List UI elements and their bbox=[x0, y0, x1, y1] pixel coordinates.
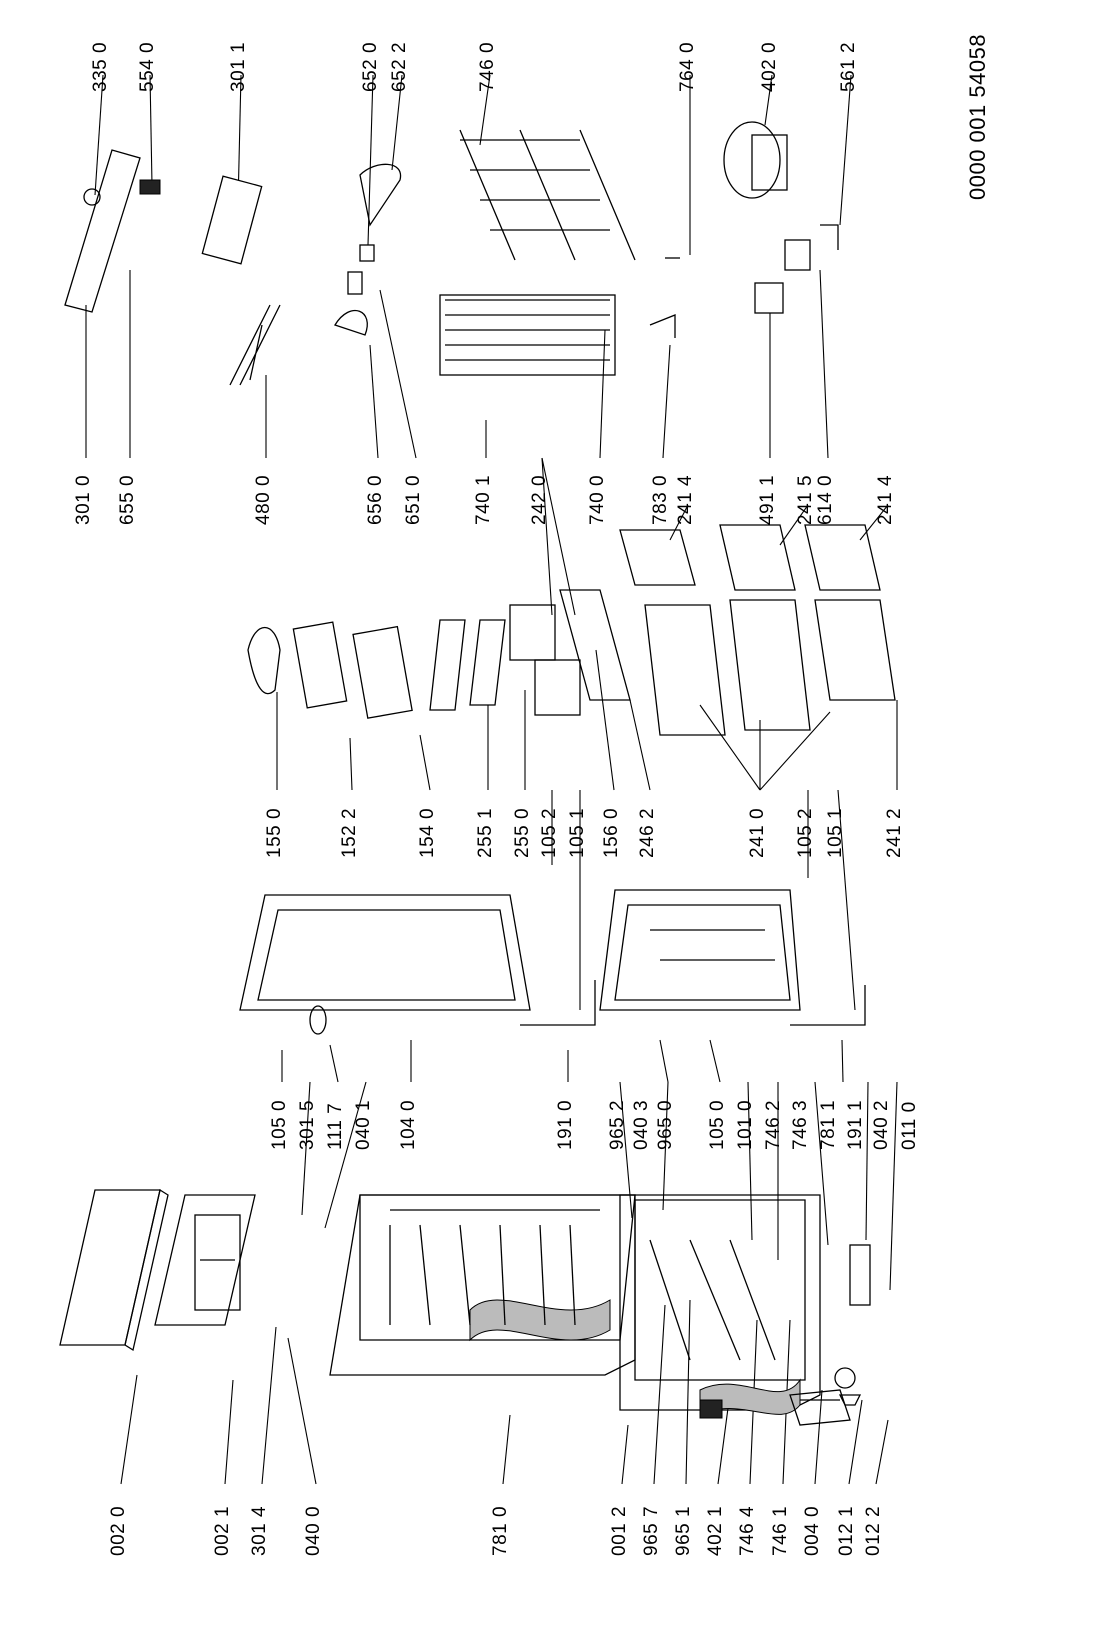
part-label: 105 1 bbox=[567, 807, 588, 858]
part-label: 105 0 bbox=[269, 1099, 290, 1150]
part-label: 241 0 bbox=[747, 807, 768, 858]
part-label: 012 1 bbox=[836, 1505, 857, 1556]
part-label: 002 1 bbox=[212, 1505, 233, 1556]
part-label: 746 1 bbox=[770, 1505, 791, 1556]
top-cover bbox=[59, 1188, 256, 1352]
part-label: 656 0 bbox=[365, 474, 386, 525]
feet-and-hinges bbox=[309, 1005, 871, 1419]
part-label: 105 2 bbox=[795, 807, 816, 858]
part-label: 746 3 bbox=[790, 1099, 811, 1150]
part-label: 040 1 bbox=[353, 1099, 374, 1150]
part-label: 652 0 bbox=[360, 41, 381, 92]
part-label: 301 1 bbox=[228, 41, 249, 92]
part-label: 101 0 bbox=[735, 1099, 756, 1150]
part-label: 965 7 bbox=[641, 1505, 662, 1556]
part-label: 241 2 bbox=[884, 807, 905, 858]
part-label: 746 2 bbox=[763, 1099, 784, 1150]
leader-lines bbox=[85, 74, 898, 1485]
part-label: 491 1 bbox=[757, 474, 778, 525]
part-label: 040 3 bbox=[631, 1099, 652, 1150]
part-label: 241 4 bbox=[875, 474, 896, 525]
part-label: 764 0 bbox=[677, 41, 698, 92]
part-label: 965 0 bbox=[655, 1099, 676, 1150]
part-label: 012 2 bbox=[863, 1505, 884, 1556]
part-label: 241 4 bbox=[675, 474, 696, 525]
part-label: 614 0 bbox=[815, 474, 836, 525]
part-label: 191 1 bbox=[845, 1099, 866, 1150]
part-label: 965 2 bbox=[607, 1099, 628, 1150]
part-label: 301 4 bbox=[249, 1505, 270, 1556]
part-label: 335 0 bbox=[90, 41, 111, 92]
part-label: 040 0 bbox=[303, 1505, 324, 1556]
condenser-evaporator bbox=[439, 129, 680, 376]
part-label: 652 2 bbox=[389, 41, 410, 92]
doors bbox=[239, 889, 866, 1026]
part-label: 040 2 bbox=[871, 1099, 892, 1150]
part-label: 740 1 bbox=[473, 474, 494, 525]
part-label: 783 0 bbox=[650, 474, 671, 525]
part-label: 104 0 bbox=[398, 1099, 419, 1150]
part-label: 255 0 bbox=[512, 807, 533, 858]
part-label: 746 0 bbox=[477, 41, 498, 92]
part-label: 011 0 bbox=[899, 1101, 920, 1150]
part-label: 152 2 bbox=[339, 807, 360, 858]
control-panel bbox=[64, 149, 281, 386]
compressor-and-electrics bbox=[723, 121, 839, 314]
part-label: 191 0 bbox=[555, 1099, 576, 1150]
part-label: 554 0 bbox=[137, 41, 158, 92]
part-label: 001 2 bbox=[609, 1505, 630, 1556]
part-label: 154 0 bbox=[417, 807, 438, 858]
part-label: 402 0 bbox=[759, 41, 780, 92]
part-label: 246 2 bbox=[637, 807, 658, 858]
part-label: 156 0 bbox=[601, 807, 622, 858]
part-label: 561 2 bbox=[838, 41, 859, 92]
part-label: 002 0 bbox=[108, 1505, 129, 1556]
part-label: 480 0 bbox=[253, 474, 274, 525]
part-label: 111 7 bbox=[325, 1102, 346, 1150]
part-label: 651 0 bbox=[403, 474, 424, 525]
part-label: 004 0 bbox=[802, 1505, 823, 1556]
document-number: 0000 001 54058 bbox=[965, 33, 990, 200]
part-label: 965 1 bbox=[673, 1505, 694, 1556]
part-label: 255 1 bbox=[475, 807, 496, 858]
part-label: 746 4 bbox=[737, 1505, 758, 1556]
fan-light-assembly bbox=[334, 163, 402, 336]
part-label: 301 0 bbox=[73, 474, 94, 525]
cabinet bbox=[329, 1194, 851, 1426]
part-label: 242 0 bbox=[529, 474, 550, 525]
part-label: 155 0 bbox=[264, 807, 285, 858]
part-label: 781 1 bbox=[818, 1099, 839, 1150]
part-label: 655 0 bbox=[117, 474, 138, 525]
part-label: 740 0 bbox=[587, 474, 608, 525]
part-label: 105 1 bbox=[825, 807, 846, 858]
part-label: 781 0 bbox=[490, 1505, 511, 1556]
part-label: 402 1 bbox=[705, 1505, 726, 1556]
part-label: 301 5 bbox=[297, 1099, 318, 1150]
shelves-and-drawers bbox=[247, 524, 896, 736]
part-label: 105 0 bbox=[707, 1099, 728, 1150]
part-label: 105 2 bbox=[539, 807, 560, 858]
part-label: 241 5 bbox=[795, 474, 816, 525]
